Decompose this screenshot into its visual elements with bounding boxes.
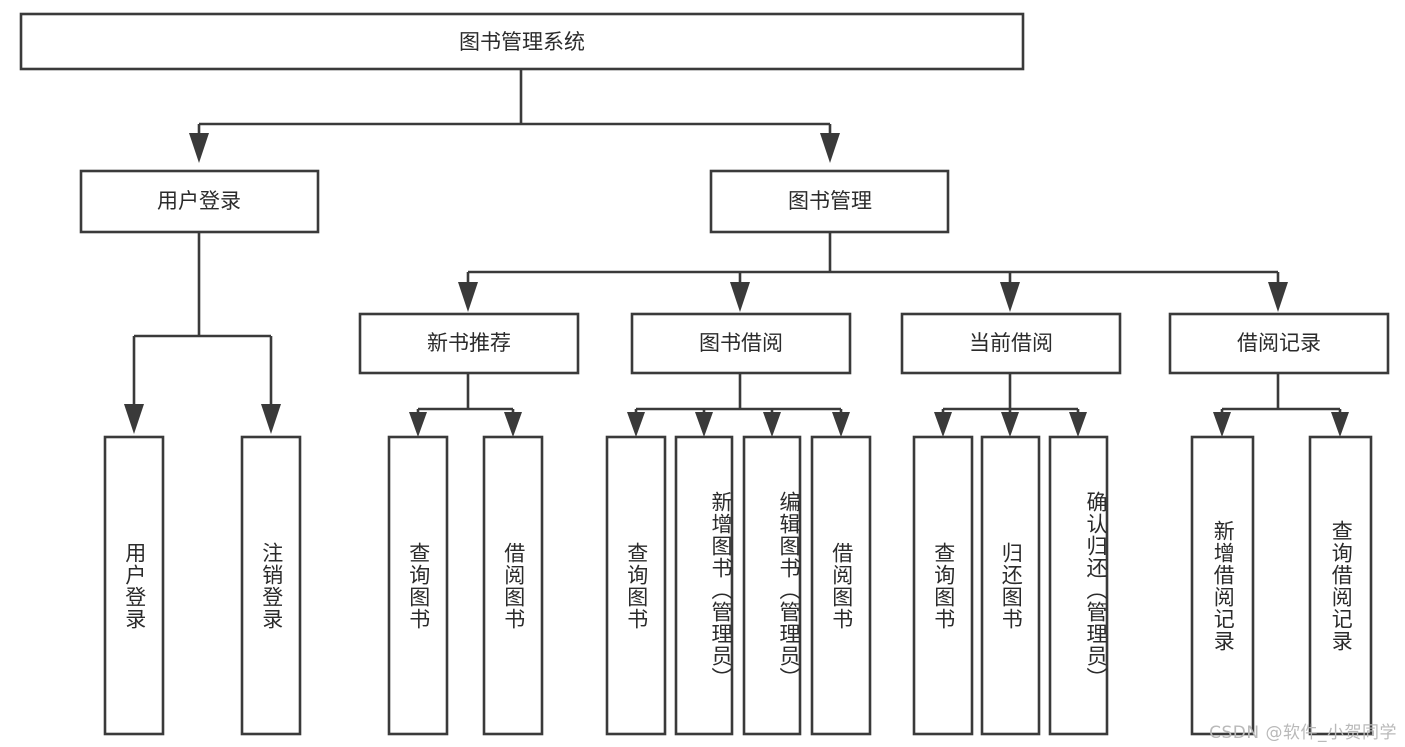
arrow-to-book-management [820, 133, 840, 163]
arrow-to-leaf-user-login [124, 404, 144, 434]
connector-group-book-borrow-to-leaves [627, 373, 850, 437]
leaf-edit-book-box[interactable] [742, 435, 802, 736]
leaf-add-book-box[interactable] [674, 435, 734, 736]
node-user-login-box[interactable] [79, 169, 320, 234]
node-book-borrow-box[interactable] [630, 312, 852, 375]
node-borrow-record-label: 借阅记录 [1237, 331, 1321, 355]
node-current-borrow-box[interactable] [900, 312, 1122, 375]
arrow-to-leaf-return-book [1001, 412, 1019, 437]
leaf-query-book-2-box[interactable] [605, 435, 667, 736]
connector-group-root-to-level1 [189, 69, 840, 163]
arrow-to-leaf-borrow-book-1 [504, 412, 522, 437]
arrow-to-leaf-query-book-1 [409, 412, 427, 437]
connector-group-borrow-record-to-leaves [1213, 373, 1349, 437]
node-new-book-recommend-box[interactable] [358, 312, 580, 375]
leaf-user-logout-box[interactable] [240, 435, 302, 736]
leaf-add-record-box[interactable] [1190, 435, 1255, 736]
leaf-query-record-box[interactable] [1308, 435, 1373, 736]
leaf-user-login-box[interactable] [103, 435, 165, 736]
node-root-box[interactable] [19, 12, 1025, 71]
connector-group-current-borrow-to-leaves [934, 373, 1087, 437]
leaf-confirm-return-box[interactable] [1048, 435, 1109, 736]
arrow-to-leaf-confirm-return [1069, 412, 1087, 437]
node-new-book-recommend-label: 新书推荐 [427, 331, 511, 355]
leaf-borrow-book-1-box[interactable] [482, 435, 544, 736]
arrow-to-leaf-query-book-2 [627, 412, 645, 437]
node-current-borrow-label: 当前借阅 [969, 331, 1053, 355]
arrow-to-leaf-user-logout [261, 404, 281, 434]
leaf-return-book-box[interactable] [980, 435, 1041, 736]
arrow-to-borrow-record [1268, 282, 1288, 312]
arrow-to-current-borrow [1000, 282, 1020, 312]
node-user-login-label: 用户登录 [157, 189, 241, 213]
node-root-label: 图书管理系统 [459, 30, 585, 54]
arrow-to-leaf-add-book [695, 412, 713, 437]
connector-group-book-management-to-level2 [458, 232, 1288, 312]
node-book-management-label: 图书管理 [788, 189, 872, 213]
arrow-to-new-book-recommend [458, 282, 478, 312]
csdn-watermark: CSDN @软件_小贺同学 [1209, 723, 1397, 743]
node-book-borrow-label: 图书借阅 [699, 331, 783, 355]
node-book-management-box[interactable] [709, 169, 950, 234]
leaf-borrow-book-2-box[interactable] [810, 435, 872, 736]
arrow-to-user-login [189, 133, 209, 163]
arrow-to-leaf-query-record [1331, 412, 1349, 437]
leaf-query-book-1-box[interactable] [387, 435, 449, 736]
connector-group-user-login-to-leaves [124, 232, 281, 434]
arrow-to-leaf-add-record [1213, 412, 1231, 437]
arrow-to-leaf-edit-book [763, 412, 781, 437]
arrow-to-leaf-query-book-3 [934, 412, 952, 437]
arrow-to-leaf-borrow-book-2 [832, 412, 850, 437]
node-borrow-record-box[interactable] [1168, 312, 1390, 375]
arrow-to-book-borrow [730, 282, 750, 312]
connector-group-new-book-recommend-to-leaves [409, 373, 522, 437]
leaf-query-book-3-box[interactable] [912, 435, 974, 736]
